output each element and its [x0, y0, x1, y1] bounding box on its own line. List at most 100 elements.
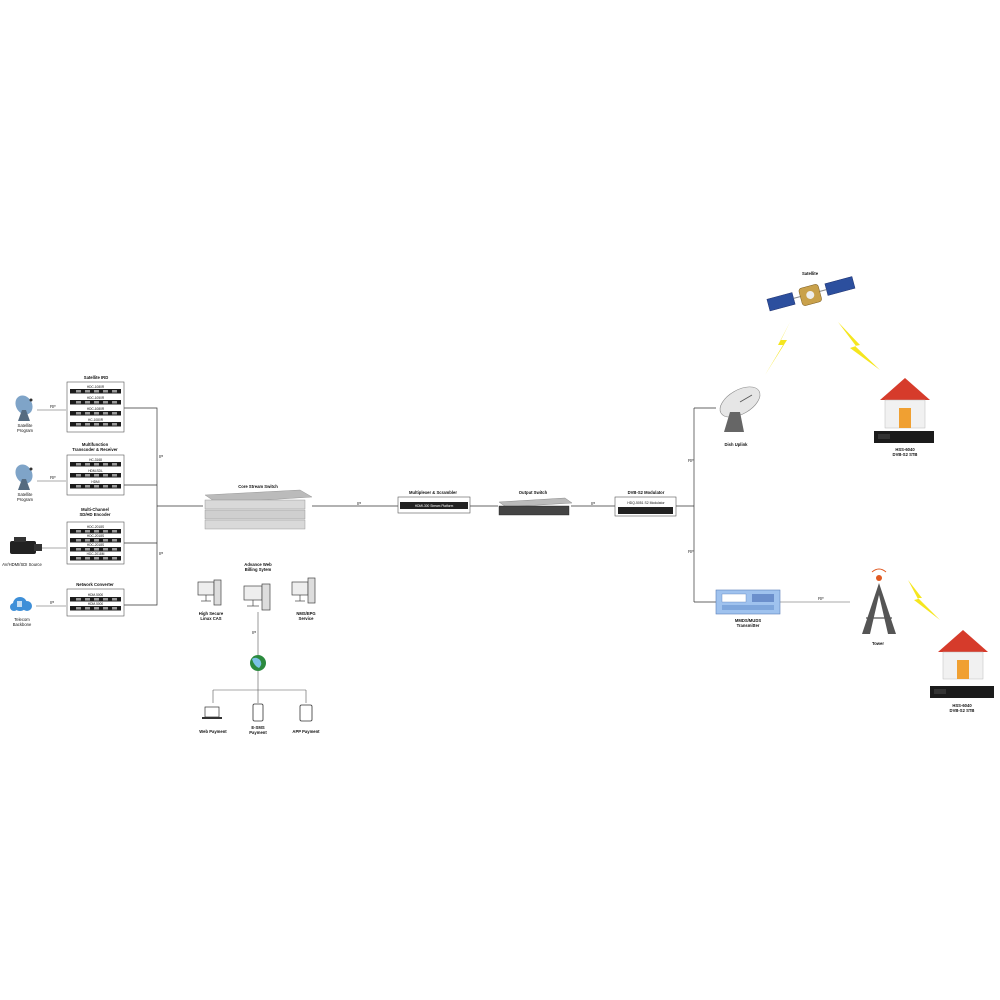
encoder-unit-port: [94, 530, 99, 533]
ird-unit-label: HDC-1050R: [87, 396, 105, 400]
encoder-unit-label: HDC-2018S: [87, 534, 104, 538]
ird-unit-port: [112, 401, 117, 404]
ird-unit-label: HDC-1080R: [87, 407, 105, 411]
transcoder-unit-label: HDM-SDL: [88, 469, 103, 473]
tablet-icon: [299, 704, 313, 722]
transcoder-unit-port: [112, 463, 117, 466]
encoder-unit-label: HDC-2018S: [87, 543, 104, 547]
ird-unit-label: HC-1080R: [88, 418, 104, 422]
ird-unit-port: [76, 412, 81, 415]
ird-unit-label: HDC-1080R: [87, 385, 105, 389]
tower-icon: [862, 568, 896, 634]
cloud-icon: [10, 597, 32, 611]
encoder-unit-port: [112, 539, 117, 542]
satellite-label: Satellite: [802, 271, 819, 276]
transmitter-icon: [715, 589, 781, 615]
ird-unit-port: [85, 390, 90, 393]
mod-unit-label: HDQ-5051 S2 Modulator: [627, 501, 665, 505]
mux-title: Multiplexer & Scrambler: [409, 490, 457, 495]
ird-unit-port: [112, 423, 117, 426]
transcoder-unit-port: [94, 474, 99, 477]
camera-source: AV/HDMI/SDI Source: [2, 537, 43, 567]
converter-unit-port: [103, 598, 108, 601]
dish-uplink: Dish Uplink: [719, 386, 761, 447]
ird-unit-port: [76, 423, 81, 426]
set-top-box-icon: [930, 686, 994, 698]
transcoder-unit-port: [76, 485, 81, 488]
ip-label-5: IP: [591, 501, 595, 506]
transcoder-unit-port: [76, 463, 81, 466]
ip-label-6: IP: [252, 630, 256, 635]
converter-unit-port: [76, 598, 81, 601]
output-switch: Output Switch: [498, 490, 573, 516]
encoder-unit-port: [85, 557, 90, 560]
set-top-box-icon: [874, 431, 934, 443]
switch-stack-icon: [204, 489, 313, 530]
switch-icon: [498, 497, 573, 516]
rf-label-1: RF: [50, 404, 56, 409]
transcoder-unit-label: HDMI: [91, 480, 99, 484]
web-payment-label: Web Payment: [199, 729, 227, 734]
rf-label-4: RF: [688, 549, 694, 554]
converter-unit-port: [85, 598, 90, 601]
transcoder-unit-port: [76, 474, 81, 477]
beam-icon-3: [908, 580, 940, 620]
camera-label: AV/HDMI/SDI Source: [2, 562, 42, 567]
converter-unit-label: HDM-5000: [88, 602, 104, 606]
dvb-s2-modulator: DVB-S2 Modulator HDQ-5051 S2 Modulator: [614, 490, 677, 517]
ird-unit-port: [94, 390, 99, 393]
out-switch-title: Output Switch: [519, 490, 548, 495]
rf-label-5: RF: [818, 596, 824, 601]
ird-unit-port: [85, 423, 90, 426]
satellite-dish-icon: [15, 464, 33, 490]
rf-label-3: RF: [688, 458, 694, 463]
ird-unit-port: [76, 401, 81, 404]
encoder-unit-port: [76, 548, 81, 551]
globe-icon: [250, 655, 266, 671]
core-stream-switch: Core Stream Switch: [204, 484, 313, 530]
computer-icon-nms: [291, 577, 316, 604]
house-icon: [880, 378, 930, 429]
transcoder-unit-label: HC-3168: [89, 458, 102, 462]
dish-label: Dish Uplink: [724, 442, 748, 447]
converter-unit-port: [103, 607, 108, 610]
encoder-unit-label: HDC-2018S: [87, 525, 104, 529]
phone-icon: [252, 703, 264, 722]
ird-unit-port: [76, 390, 81, 393]
satellite-dish-icon: [15, 395, 33, 421]
rf-label-2: RF: [50, 475, 56, 480]
tower-label: Tower: [872, 641, 884, 646]
converter-unit-port: [85, 607, 90, 610]
encoder-unit-label: HDC-2018M: [87, 552, 105, 556]
multiplexer-scrambler: Multiplexer & Scrambler HDMI-300 Stream …: [397, 490, 471, 514]
satellite-icon: [766, 276, 856, 312]
video-camera-icon: [10, 537, 42, 554]
computer-icon-cas: [197, 579, 222, 606]
encoder-unit-port: [103, 548, 108, 551]
ird-unit-port: [103, 401, 108, 404]
encoder-unit-port: [85, 539, 90, 542]
converter-unit-port: [94, 598, 99, 601]
encoder-unit-port: [103, 539, 108, 542]
transcoder-unit-port: [112, 474, 117, 477]
converter-title: Network Converter: [76, 582, 114, 587]
ip-label-3: IP: [159, 551, 163, 556]
ird-unit-port: [112, 390, 117, 393]
encoder-unit-port: [85, 530, 90, 533]
ird-title: Satellite IRD: [84, 375, 108, 380]
transcoder-unit-port: [103, 474, 108, 477]
transcoder-unit-port: [85, 474, 90, 477]
encoder-unit-port: [103, 530, 108, 533]
